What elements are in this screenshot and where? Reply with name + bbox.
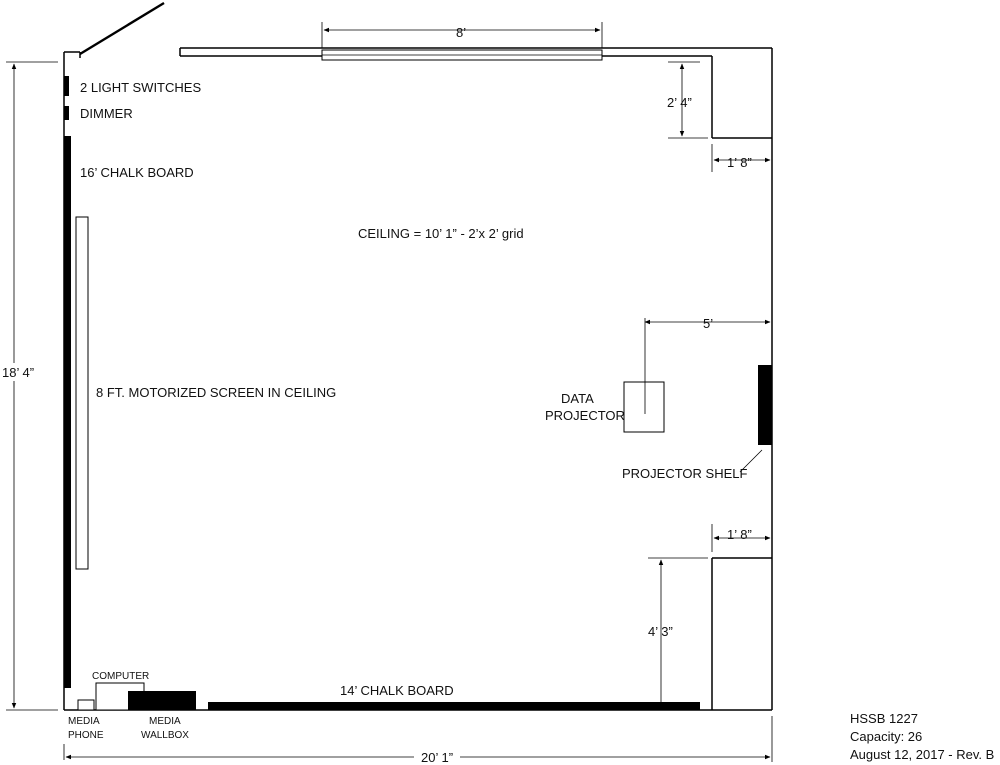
chalk-board-bottom-label: 14’ CHALK BOARD <box>340 683 454 698</box>
projector-shelf-label: PROJECTOR SHELF <box>622 466 748 481</box>
media-phone-label-1: MEDIA <box>68 716 100 727</box>
data-projector <box>623 381 665 433</box>
light-switches-mark <box>64 76 69 96</box>
room-depth-dim-bg <box>1 363 45 381</box>
date-revision: August 12, 2017 - Rev. B <box>850 747 994 762</box>
media-wallbox-label-2: WALLBOX <box>141 730 189 741</box>
bottom-notch-height-dim: 4’ 3” <box>648 624 673 639</box>
projector-offset-dim: 5’ <box>703 316 713 331</box>
window-width-dim: 8’ <box>456 25 466 40</box>
room-walls <box>63 1 773 711</box>
top-notch-depth-dim: 2’ 4” <box>667 95 692 110</box>
computer-label: COMPUTER <box>92 671 149 682</box>
room-width-dim: 20’ 1” <box>421 750 453 765</box>
ceiling-label: CEILING = 10’ 1” - 2’x 2’ grid <box>358 226 524 241</box>
media-wallbox-label-1: MEDIA <box>149 716 181 727</box>
room-depth-dim: 18’ 4” <box>2 365 34 380</box>
chalk-board-left-label: 16’ CHALK BOARD <box>80 165 194 180</box>
capacity: Capacity: 26 <box>850 729 922 744</box>
top-notch-width-dim: 1’ 8” <box>727 155 752 170</box>
media-phone-label-2: PHONE <box>68 730 104 741</box>
room-width-dim-bg <box>414 748 460 764</box>
dimmer-mark <box>64 106 69 120</box>
data-projector-label-1: DATA <box>561 391 594 406</box>
data-projector-label-2: PROJECTOR <box>545 408 625 423</box>
chalk-board-bottom <box>208 702 700 710</box>
bottom-notch-width-dim: 1’ 8” <box>727 527 752 542</box>
light-switches-label: 2 LIGHT SWITCHES <box>80 80 201 95</box>
motorized-screen <box>75 216 89 570</box>
projector-shelf <box>758 365 772 445</box>
chalk-board-left <box>64 136 71 688</box>
dimmer-label: DIMMER <box>80 106 133 121</box>
projector-shelf-leader <box>739 449 763 473</box>
media-phone <box>77 699 95 711</box>
media-wallbox <box>128 691 196 710</box>
room-number: HSSB 1227 <box>850 711 918 726</box>
screen-label: 8 FT. MOTORIZED SCREEN IN CEILING <box>96 385 336 400</box>
door-leaf <box>79 1 165 56</box>
